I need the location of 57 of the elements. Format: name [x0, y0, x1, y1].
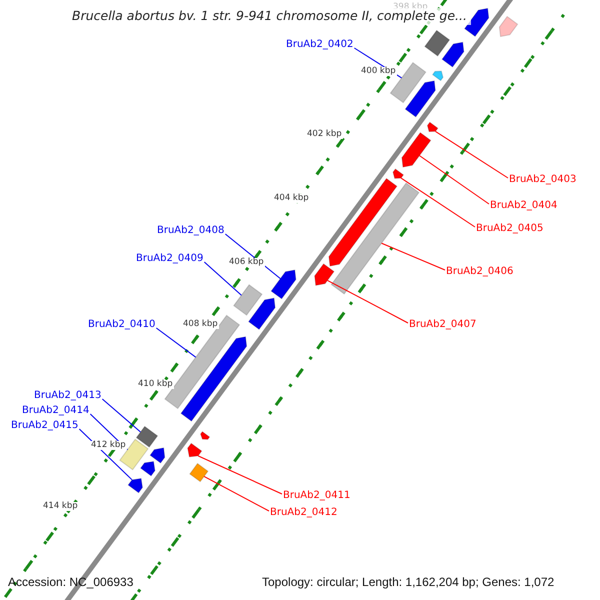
gene-label: BruAb2_0412: [270, 508, 338, 518]
gene-feature: [328, 178, 398, 267]
gene-feature: [498, 16, 518, 38]
gene-label: BruAb2_0413: [34, 391, 102, 401]
leader-line: [198, 455, 282, 494]
gene-feature: [404, 80, 436, 118]
footer-text: Topology: circular; Length: 1,162,204 bp; Genes: 1,072: [262, 576, 554, 588]
gene-feature: [432, 70, 444, 82]
gene-feature: [140, 460, 156, 477]
gene-feature: [392, 168, 404, 179]
gene-feature: [464, 8, 490, 38]
scale-label: 410 kbp: [137, 380, 174, 388]
leader-line: [327, 280, 408, 324]
leader-line: [204, 262, 242, 296]
gene-label: BruAb2_0415: [11, 421, 78, 431]
scale-label: 400 kbp: [360, 67, 397, 76]
leader-line: [156, 328, 196, 358]
gene-feature: [187, 442, 202, 458]
leader-line: [418, 155, 490, 204]
gene-label: BruAb2_0414: [22, 406, 90, 416]
gene-feature: [200, 430, 210, 440]
scale-label: 406 kbp: [228, 258, 265, 266]
gene-feature: [180, 336, 248, 422]
gene-feature: [189, 462, 209, 482]
leader-line: [102, 398, 142, 433]
scale-label: 408 kbp: [182, 320, 219, 328]
gene-feature: [136, 426, 158, 448]
scale-label: 402 kbp: [306, 130, 343, 138]
gene-label: BruAb2_0406: [446, 267, 514, 277]
leader-line: [400, 178, 476, 228]
gene-feature: [314, 263, 335, 286]
gene-label: BruAb2_0409: [136, 254, 204, 264]
footer-text: Accession: NC_006933: [8, 576, 134, 588]
gene-feature: [401, 132, 432, 168]
gene-label: BruAb2_0410: [88, 320, 156, 330]
leader-line: [381, 242, 446, 270]
leader-line: [78, 428, 133, 480]
gene-label: BruAb2_0404: [490, 201, 558, 211]
scale-label: 414 kbp: [42, 502, 79, 510]
gene-feature: [441, 42, 464, 68]
gene-label: BruAb2_0402: [286, 40, 354, 50]
gene-feature: [424, 30, 450, 57]
gene-feature: [248, 298, 276, 330]
gene-label: BruAb2_0407: [409, 320, 476, 330]
gene-feature: [270, 269, 296, 300]
gene-label: BruAb2_0408: [157, 226, 224, 236]
gene-label: BruAb2_0403: [509, 175, 576, 185]
scale-label: 412 kbp: [90, 441, 127, 450]
gene-label: BruAb2_0411: [283, 491, 350, 501]
gene-feature: [426, 122, 439, 132]
leader-line: [434, 130, 508, 178]
gene-feature: [330, 182, 420, 295]
gene-feature: [233, 284, 263, 316]
gene-feature: [127, 478, 144, 494]
leader-line: [204, 476, 270, 512]
gene-label: BruAb2_0405: [476, 224, 544, 234]
scale-label: 404 kbp: [273, 194, 310, 202]
